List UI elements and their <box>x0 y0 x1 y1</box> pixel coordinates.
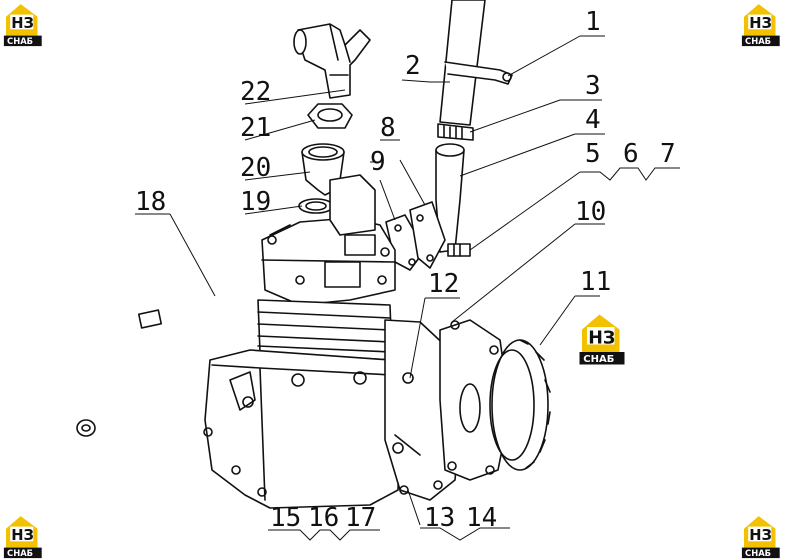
callout-14: 14 <box>466 503 497 533</box>
callout-1: 1 <box>585 7 601 37</box>
callout-11: 11 <box>580 267 611 297</box>
callout-9: 9 <box>370 147 386 177</box>
logo-center-right <box>579 314 625 365</box>
part-2-pipe <box>439 0 513 126</box>
callout-10: 10 <box>575 197 606 227</box>
logo-bottom-left <box>3 516 42 559</box>
callout-6: 6 <box>623 139 639 169</box>
callout-labels: 1 2 3 4 5 6 7 8 9 10 11 12 13 14 15 16 1… <box>135 7 676 533</box>
callout-16: 16 <box>308 503 339 533</box>
part-5-7-bolt-set <box>447 243 471 257</box>
callout-20: 20 <box>240 153 271 183</box>
part-22-elbow-fitting <box>293 23 371 99</box>
part-18-pipe-line <box>76 288 272 437</box>
callout-13: 13 <box>424 503 455 533</box>
callout-12: 12 <box>428 269 459 299</box>
callout-18: 18 <box>135 187 166 217</box>
callout-21: 21 <box>240 113 271 143</box>
callout-3: 3 <box>585 71 601 101</box>
part-19-washer <box>298 198 334 214</box>
cylinder-body <box>257 299 393 361</box>
crankcase <box>203 349 401 509</box>
callout-8: 8 <box>380 113 396 143</box>
part-11-gear <box>459 339 551 471</box>
callout-4: 4 <box>585 105 601 135</box>
callout-5: 5 <box>585 139 601 169</box>
callout-7: 7 <box>660 139 676 169</box>
part-8-flange <box>409 201 446 269</box>
callout-19: 19 <box>240 187 271 217</box>
leader-lines <box>135 35 680 541</box>
logo-bottom-right <box>741 516 780 559</box>
part-4-hose <box>435 143 465 253</box>
callout-15: 15 <box>270 503 301 533</box>
logo-top-left <box>3 4 42 47</box>
callout-22: 22 <box>240 77 271 107</box>
part-3-hose-clamp <box>437 123 474 141</box>
callout-17: 17 <box>345 503 376 533</box>
callout-2: 2 <box>405 51 421 81</box>
part-21-hex-nut <box>307 103 353 129</box>
cylinder-head <box>261 174 396 306</box>
logo-top-right <box>741 4 780 47</box>
